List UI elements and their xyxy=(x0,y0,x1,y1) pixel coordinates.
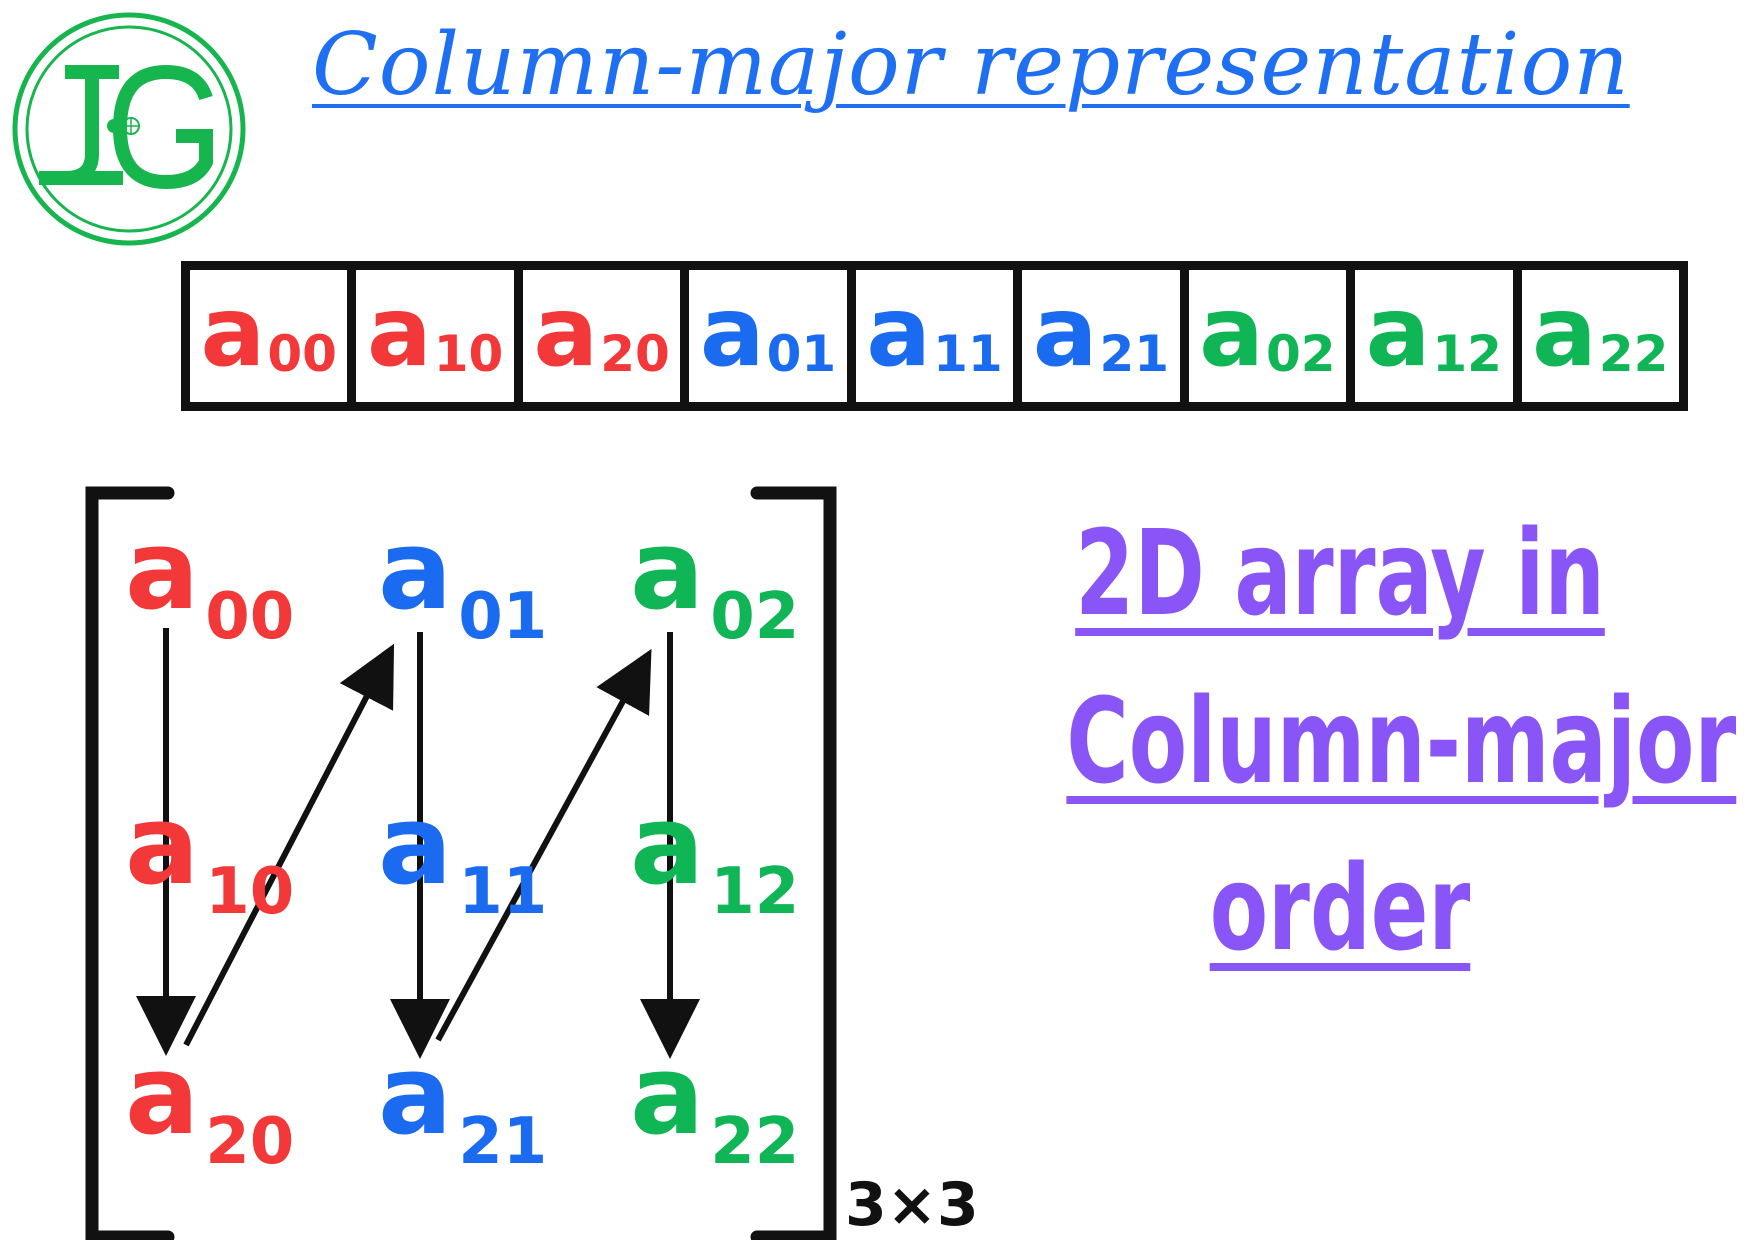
memory-cell-subscript: 20 xyxy=(600,325,670,383)
heading-line-1: 2D array in xyxy=(1075,504,1605,642)
arrow-col0-to-col1 xyxy=(183,643,395,1047)
matrix-entry: a21 xyxy=(378,1040,547,1174)
matrix-entry-base: a xyxy=(378,1031,453,1159)
matrix-entry-subscript: 21 xyxy=(458,1105,548,1179)
matrix-size-label: 3×3 xyxy=(845,1170,979,1240)
matrix-entry-subscript: 00 xyxy=(205,580,295,654)
matrix-entry-base: a xyxy=(378,506,453,634)
matrix-entry-subscript: 20 xyxy=(205,1105,295,1179)
matrix-entry-subscript: 02 xyxy=(710,580,800,654)
heading: 2D array in Column-major order xyxy=(1066,490,1737,993)
matrix-entry: a10 xyxy=(125,790,294,924)
heading-line-3: order xyxy=(1209,839,1471,978)
memory-cell-base: a xyxy=(866,276,932,388)
memory-cell-subscript: 22 xyxy=(1598,325,1669,383)
memory-cell-base: a xyxy=(699,276,765,388)
jg-logo xyxy=(10,10,248,248)
arrow-col1-to-col2 xyxy=(435,648,652,1042)
matrix-entry: a00 xyxy=(125,515,294,649)
memory-cell-subscript: 10 xyxy=(433,325,504,383)
memory-cell-subscript: 11 xyxy=(933,325,1003,383)
memory-cell-base: a xyxy=(200,276,266,388)
matrix-entry-base: a xyxy=(630,506,705,634)
matrix-entry-base: a xyxy=(125,1031,200,1159)
left-bracket xyxy=(85,486,175,1240)
matrix-entry-base: a xyxy=(630,1031,705,1159)
page-title: Column-major representation xyxy=(312,15,1630,115)
memory-cell-subscript: 00 xyxy=(267,325,337,383)
memory-cell-base: a xyxy=(366,276,432,388)
memory-cell-subscript: 12 xyxy=(1432,325,1502,383)
memory-cell-base: a xyxy=(1365,276,1431,388)
matrix-entry-base: a xyxy=(630,781,705,909)
memory-cell-base: a xyxy=(1199,276,1264,388)
matrix-entry-base: a xyxy=(125,506,200,634)
memory-cell-subscript: 02 xyxy=(1265,325,1336,383)
matrix-entry: a20 xyxy=(125,1040,294,1174)
memory-cell-base: a xyxy=(1532,276,1597,388)
matrix-entry: a12 xyxy=(630,790,799,924)
matrix-entry: a02 xyxy=(630,515,799,649)
matrix-entry-base: a xyxy=(125,781,200,909)
matrix-entry-subscript: 12 xyxy=(710,855,800,929)
memory-cell-base: a xyxy=(1032,276,1098,388)
matrix-entry: a01 xyxy=(378,515,547,649)
right-bracket xyxy=(750,486,837,1240)
matrix-entry-subscript: 01 xyxy=(458,580,548,654)
matrix-entry: a11 xyxy=(378,790,547,924)
heading-line-2: Column-major xyxy=(1066,671,1737,810)
matrix-entry-subscript: 22 xyxy=(710,1105,800,1179)
jg-logo-icon xyxy=(12,12,246,246)
matrix-diagram-lines xyxy=(85,486,837,1240)
matrix-entry-subscript: 10 xyxy=(205,855,295,929)
matrix-entry-subscript: 11 xyxy=(458,855,548,929)
memory-cell-base: a xyxy=(533,276,599,388)
memory-cell-subscript: 21 xyxy=(1099,325,1170,383)
memory-cell-subscript: 01 xyxy=(766,325,837,383)
matrix-entry: a22 xyxy=(630,1040,799,1174)
matrix-entry-base: a xyxy=(378,781,453,909)
